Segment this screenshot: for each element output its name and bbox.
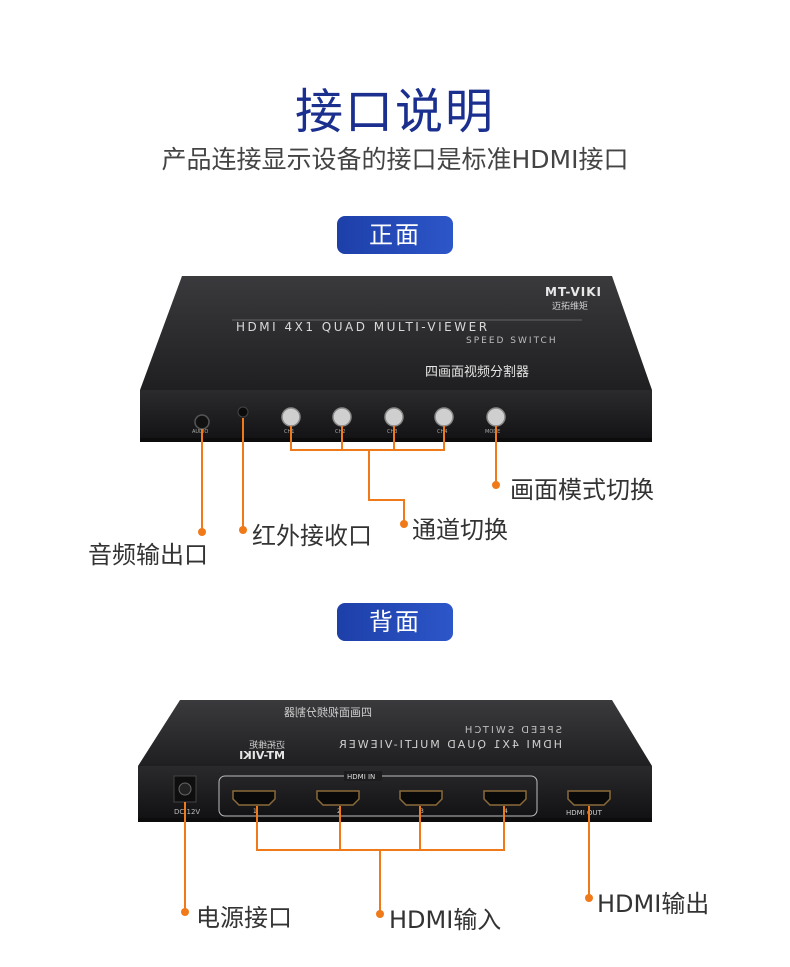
front-port-label: AUDIO [192,429,208,435]
back-brand-cn: 迈拓维矩 [249,739,285,751]
front-brand-cn: 迈拓维矩 [552,300,588,312]
back-callout-lines [184,802,590,914]
ch3-button[interactable] [384,407,404,427]
port-number: 4 [504,808,508,815]
page-subtitle: 产品连接显示设备的接口是标准HDMI接口 [161,145,629,174]
front-device-illustration: MT-VIKI 迈拓维矩 HDMI 4X1 QUAD MULTI-VIEWER … [140,276,652,536]
back-callout-dots [181,894,593,918]
callout-channel-switch: 通道切换 [412,516,508,544]
front-product-cn: 四画面视频分割器 [425,364,529,380]
back-badge: 背面 [337,603,453,641]
callout-hdmi-input: HDMI输入 [389,906,502,934]
callout-audio-output: 音频输出口 [88,541,208,569]
hdmi-in-label: HDMI IN [347,773,375,781]
back-model-text: HDMI 4X1 QUAD MULTI-VIEWER [337,738,562,751]
front-badge: 正面 [337,216,453,254]
hdmi-in-port-4[interactable] [483,790,527,806]
front-model-sub: SPEED SWITCH [466,336,558,346]
hdmi-in-port-3[interactable] [399,790,443,806]
front-port-label: CH4 [437,429,447,435]
back-model-sub: SPEED SWITCH [463,725,562,736]
front-model-text: HDMI 4X1 QUAD MULTI-VIEWER [236,320,490,334]
dc-label: DC 12V [174,808,200,816]
back-product-cn: 四画面视频分割器 [284,705,372,719]
port-number: 1 [253,808,257,815]
port-number: 3 [420,808,424,815]
hdmi-out-label: HDMI OUT [566,809,603,817]
front-callout-lines [201,418,497,532]
callout-power-port: 电源接口 [196,904,292,932]
ch4-button[interactable] [434,407,454,427]
front-brand-logo: MT-VIKI [545,285,602,299]
hdmi-out-port[interactable] [567,790,611,806]
ch1-button[interactable] [281,407,301,427]
front-port-label: CH3 [387,429,397,435]
ir-receiver-icon [237,406,249,418]
mode-button[interactable] [486,407,506,427]
front-port-label: CH2 [335,429,345,435]
front-callout-dots [198,481,500,536]
callout-ir-receiver: 红外接收口 [252,522,372,550]
audio-jack-icon [194,414,210,430]
callout-hdmi-output: HDMI输出 [597,890,710,918]
front-port-label: CH1 [284,429,294,435]
callout-mode-switch: 画面模式切换 [510,476,654,504]
back-brand-logo: MT-VIKI [239,749,285,762]
back-device-top [138,700,652,766]
channel-buttons [281,407,506,427]
ch2-button[interactable] [332,407,352,427]
hdmi-in-port-2[interactable] [316,790,360,806]
page-title: 接口说明 [294,84,495,140]
back-device-illustration: 四画面视频分割器 SPEED SWITCH HDMI 4X1 QUAD MULT… [138,700,652,918]
hdmi-in-port-1[interactable] [232,790,276,806]
front-port-label: MODE [485,429,500,435]
front-device-top [140,276,652,390]
